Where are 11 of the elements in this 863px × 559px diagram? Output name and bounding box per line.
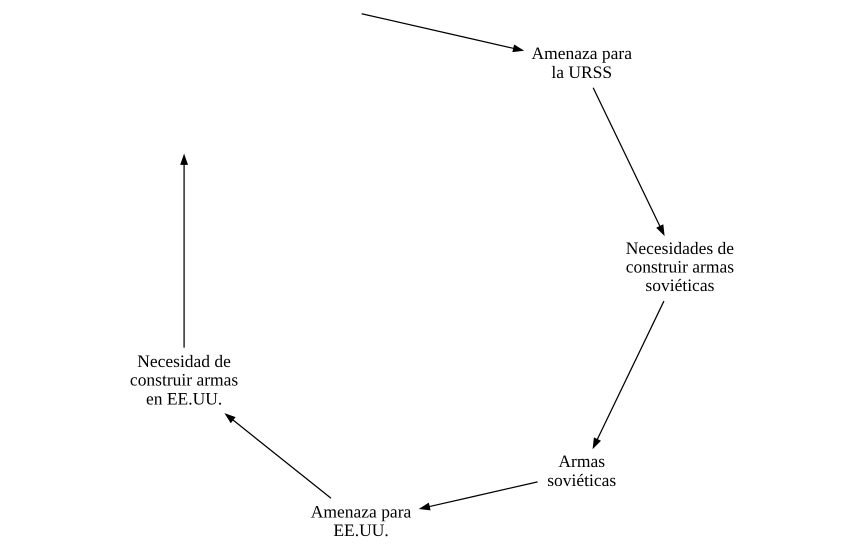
arrow — [418, 481, 538, 510]
arrow — [592, 300, 664, 450]
node-text: Amenaza para EE.UU. — [310, 501, 411, 540]
node-text: Necesidad de construir armas en EE.UU. — [129, 350, 238, 408]
arrow — [361, 13, 524, 52]
arrow — [592, 87, 664, 236]
node-text: Necesidades de construir armas soviéticas — [625, 238, 734, 296]
arrow — [180, 154, 188, 348]
node-text: Amenaza para la URSS — [530, 43, 632, 82]
arrow — [224, 413, 331, 499]
node-text: Armas soviéticas — [546, 451, 616, 490]
